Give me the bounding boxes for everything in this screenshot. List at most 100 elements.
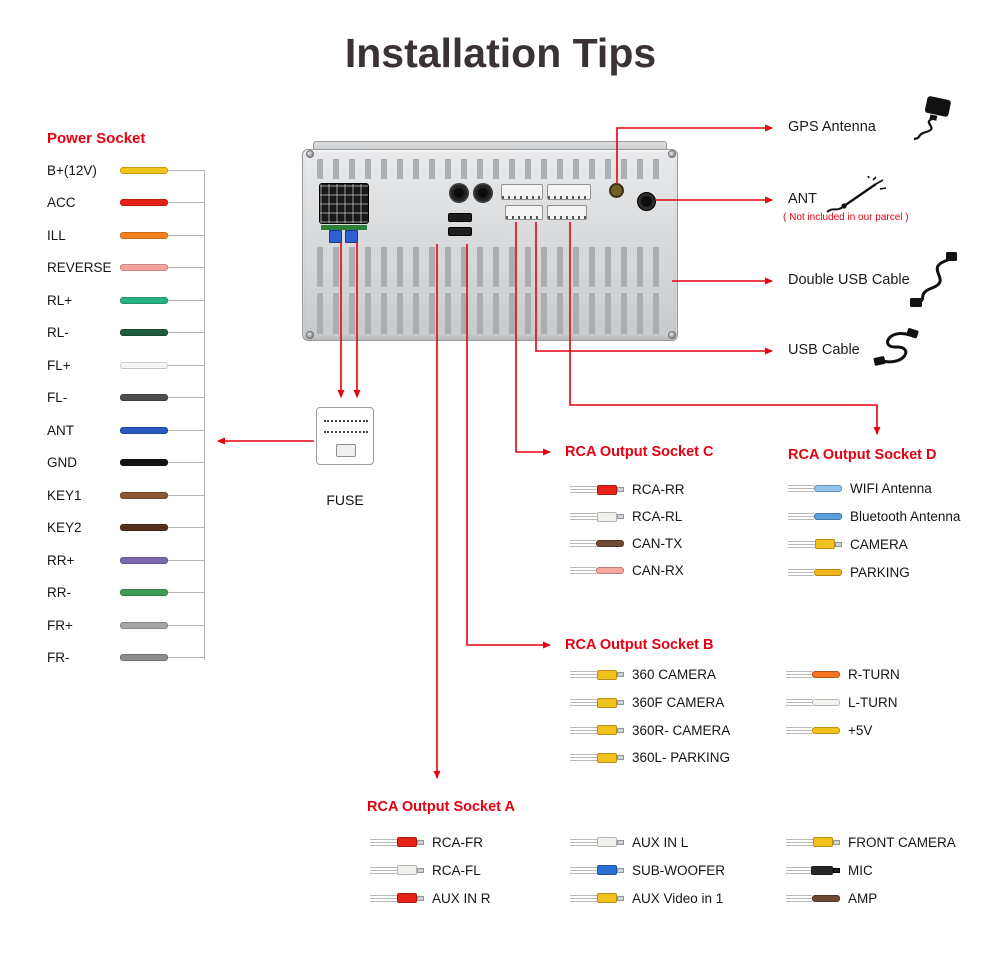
blue-connector [329,230,342,243]
connector-body [814,569,842,577]
cable-strands [788,484,814,492]
connector-row: 360L- PARKING [570,744,730,772]
connector-label: MIC [848,862,873,878]
wire-color-segment [120,524,168,532]
power-wire-row: KEY2 [47,512,204,545]
cable-strands [570,671,597,679]
wire-color-segment [120,654,168,662]
cable-strands [786,726,812,734]
rca-plug-icon [570,837,624,847]
power-wire-row: KEY1 [47,479,204,512]
connector-label: RCA-FL [432,862,481,878]
connector-body [815,539,835,550]
fuse-slot [336,444,356,457]
rca-plug-icon [570,697,624,708]
power-wire-row: ILL [47,219,204,252]
cable-strands [570,486,597,493]
wire-lead-line [168,267,204,269]
power-wire-label: GND [47,455,77,471]
rca-plug-icon [570,669,624,680]
rca-plug-icon [788,539,842,550]
power-wire-label: FR- [47,650,70,666]
connector-label: AUX Video in 1 [632,890,724,906]
rca-plug-icon [570,752,624,763]
power-wire-label: KEY1 [47,487,82,503]
wire-lead-line [168,527,204,529]
vent-slots-row [317,293,665,334]
rca-plug-icon [786,837,840,847]
blue-connector [345,230,358,243]
connector-row: 360 CAMERA [570,661,730,689]
cable-strands [370,866,397,874]
power-wire-row: RR- [47,577,204,610]
cable-strands [788,512,814,520]
plug-tip [617,700,624,706]
gps-antenna-icon [896,92,956,147]
socket-c-heading: RCA Output Socket C [565,444,714,460]
connector-body [814,512,842,520]
connector-body [812,894,840,902]
connector-label: 360F CAMERA [632,695,725,711]
power-wire-label: ANT [47,422,74,438]
fuse-label: FUSE [326,492,364,508]
wire-lead-line [168,332,204,334]
connector-label: R-TURN [848,667,900,683]
power-wire-row: ACC [47,187,204,220]
wire-color-segment [120,264,168,272]
connector-label: AUX IN R [432,890,491,906]
power-wire-row: ANT [47,414,204,447]
connector-row: WIFI Antenna [788,474,960,502]
cable-strands [786,671,812,679]
connector-body [397,837,417,847]
plug-tip [833,867,840,873]
connector-row: CAMERA [788,530,960,558]
cable-strands [570,838,597,846]
mini-port [448,213,472,222]
fuse-pin-dots [324,431,368,433]
connector-row: 360R- CAMERA [570,716,730,744]
connector-label: CAMERA [850,536,908,552]
connector-body [597,752,617,763]
wire-lead-line [168,462,204,464]
wire-icon [786,726,840,734]
connector-body [812,699,840,707]
socket-d-heading: RCA Output Socket D [788,447,937,463]
plug-tip [617,487,624,492]
unit-body [302,149,678,341]
connector-body [597,725,617,736]
connector-body [597,669,617,680]
rca-plug-icon [570,511,624,522]
power-wire-label: FL+ [47,357,71,373]
wire-lead-line [168,429,204,431]
connector-body [812,671,840,679]
plug-tip [617,727,624,733]
power-bus-line [204,170,205,660]
fuse-holder [316,407,374,465]
connector-label: AMP [848,890,878,906]
connector-row: R-TURN [786,661,900,689]
power-wire-label: FR+ [47,617,73,633]
rca-plug-icon [370,837,424,847]
connector-body [597,893,617,903]
wire-color-segment [120,426,168,434]
rca-plug-icon [570,484,624,495]
connector-row: RCA-RL [570,503,685,530]
wire-lead-line [168,364,204,366]
cable-strands [786,838,813,846]
wire-lead-line [168,592,204,594]
fuse-pin-dots [324,420,368,422]
wire-lead-line [168,299,204,301]
power-wire-row: REVERSE [47,252,204,285]
connector-body [397,865,417,875]
power-wire-label: RR- [47,585,71,601]
wire-lead-line [168,202,204,204]
socket-b-heading: RCA Output Socket B [565,637,714,653]
plug-tip [617,839,624,845]
connector-row: SUB-WOOFER [570,856,725,884]
double-usb-cable-icon [906,250,960,313]
cable-strands [788,540,815,548]
screw-icon [668,331,676,339]
wire-lead-line [168,169,204,171]
